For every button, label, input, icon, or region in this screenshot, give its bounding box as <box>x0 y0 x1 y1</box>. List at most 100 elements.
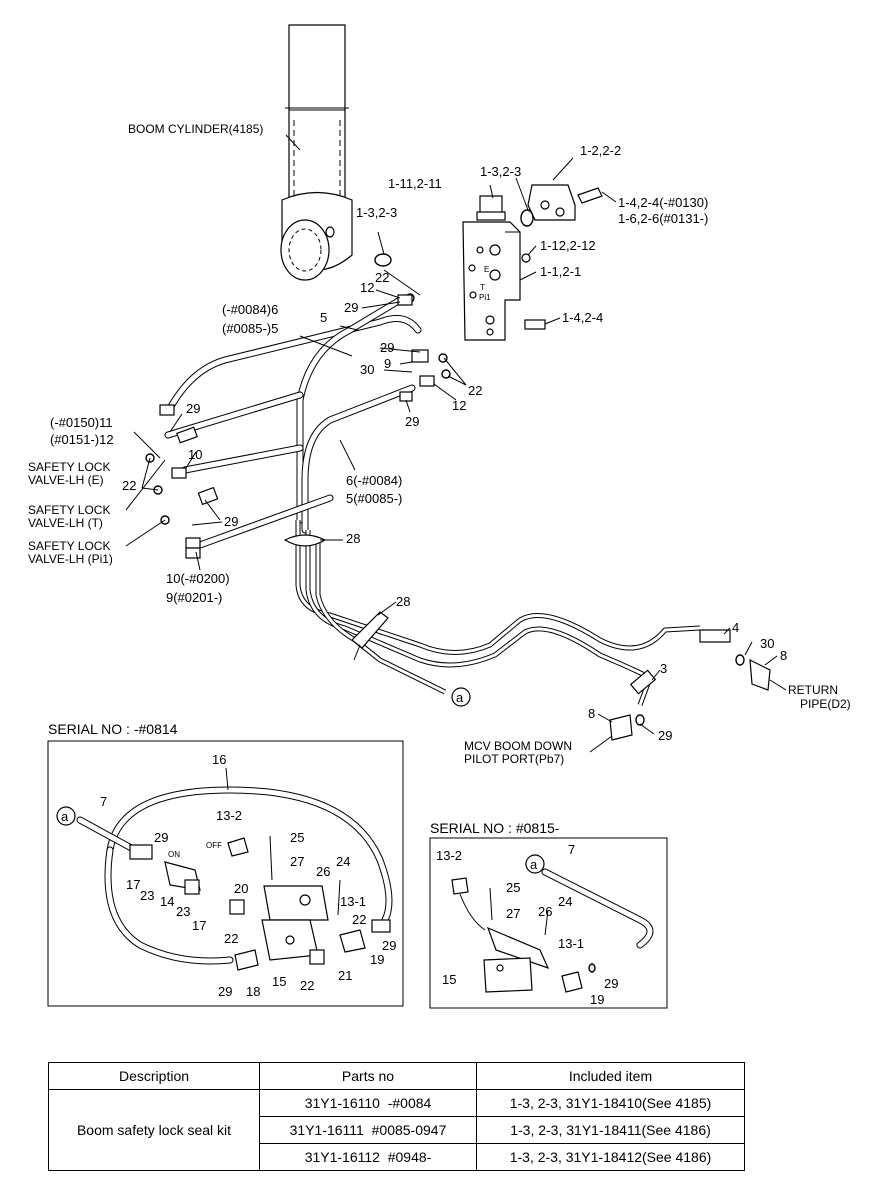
label-1-1-2-1: 1-1,2-1 <box>540 264 581 279</box>
reference-circle-a: a <box>451 687 471 707</box>
inset-left-label-21: 21 <box>338 968 352 983</box>
table-cell-parts-no: 31Y1-16110 -#0084 <box>259 1089 477 1117</box>
table-header-description: Description <box>48 1062 260 1090</box>
label-10-left: 10 <box>188 447 202 462</box>
inset-right-circle-a: a <box>530 857 538 872</box>
label-29-top: 29 <box>344 300 358 315</box>
label-1-11-2-11: 1-11,2-11 <box>388 176 442 191</box>
label-hose-5-new: (#0085-)5 <box>222 321 278 336</box>
inset-right-label-25: 25 <box>506 880 520 895</box>
label-boom-cylinder: BOOM CYLINDER(4185) <box>128 122 263 136</box>
label-safety-t-line1: SAFETY LOCK <box>28 503 110 517</box>
inset-serial-0814: SERIAL NO : -#0814 a 16 7 13-2 25 27 26 <box>47 721 404 1007</box>
inset-left-label-29-right: 29 <box>382 938 396 953</box>
inset-right-label-19: 19 <box>590 992 604 1007</box>
inset-left-label-15: 15 <box>272 974 286 989</box>
inset-left-label-23-b: 23 <box>176 904 190 919</box>
table-cell-parts-no: 31Y1-16111 #0085-0947 <box>259 1116 477 1144</box>
inset-serial-0815: SERIAL NO : #0815- a 13-2 7 25 27 26 24 … <box>429 820 668 1009</box>
inset-left-label-22-c: 22 <box>300 978 314 993</box>
label-9-new: 9(#0201-) <box>166 590 222 605</box>
label-hose-6-old-lower: 6(-#0084) <box>346 473 402 488</box>
label-return-line2: PIPE(D2) <box>800 697 851 711</box>
label-29-right: 29 <box>658 728 672 743</box>
table-cell-description: Boom safety lock seal kit <box>48 1089 260 1171</box>
label-11-old: (-#0150)11 <box>50 415 113 430</box>
label-return-line1: RETURN <box>788 683 838 697</box>
label-1-6-2-6-new: 1-6,2-6(#0131-) <box>618 211 708 226</box>
table-header-row: Description Parts no Included item <box>48 1062 745 1090</box>
label-safety-e-line1: SAFETY LOCK <box>28 460 110 474</box>
inset-left-label-on: ON <box>168 850 180 859</box>
inset-right-label-13-2: 13-2 <box>436 848 462 863</box>
table-row: 31Y1-16111 #0085-0947 1-3, 2-3, 31Y1-184… <box>49 1116 745 1144</box>
label-12-new: (#0151-)12 <box>50 432 114 447</box>
inset-left-label-13-2: 13-2 <box>216 808 242 823</box>
label-mcv-line2: PILOT PORT(Pb7) <box>464 752 564 766</box>
label-1-3-2-3-top: 1-3,2-3 <box>480 164 521 179</box>
label-12-top: 12 <box>360 280 374 295</box>
port-e-label: E <box>484 265 489 274</box>
table-row: Boom safety lock seal kit 31Y1-16110 -#0… <box>48 1089 745 1171</box>
inset-right-label-27: 27 <box>506 906 520 921</box>
label-hose-5-new-lower: 5(#0085-) <box>346 491 402 506</box>
label-30-mid: 30 <box>360 362 374 377</box>
table-row: 31Y1-16112 #0948- 1-3, 2-3, 31Y1-18412(S… <box>49 1143 745 1171</box>
label-3: 3 <box>660 661 667 676</box>
leader-lines <box>125 134 787 753</box>
pipe-clamp-lower <box>351 611 389 661</box>
inset-left-title: SERIAL NO : -#0814 <box>48 721 178 737</box>
inset-left-label-18: 18 <box>246 984 260 999</box>
fittings-right <box>609 629 771 741</box>
inset-left-label-22-b: 22 <box>352 912 366 927</box>
table-cell-included: 1-3, 2-3, 31Y1-18410(See 4185) <box>476 1089 745 1117</box>
table-header-parts-no: Parts no <box>259 1062 477 1090</box>
label-8-lower: 8 <box>588 706 595 721</box>
label-9-mid: 9 <box>384 356 391 371</box>
hoses-5-6 <box>164 296 422 549</box>
pressure-hose-top <box>508 77 603 221</box>
inset-left-label-20: 20 <box>234 881 248 896</box>
inset-left-label-off: OFF <box>206 841 222 850</box>
label-29-mid: 29 <box>380 340 394 355</box>
inset-right-label-24: 24 <box>558 894 572 909</box>
label-clamp-28-lower: 28 <box>396 594 410 609</box>
inset-left-label-23-a: 23 <box>140 888 154 903</box>
inset-right-label-26: 26 <box>538 904 552 919</box>
inset-left-label-24: 24 <box>336 854 350 869</box>
label-29-lower: 29 <box>405 414 419 429</box>
inset-right-label-13-1: 13-1 <box>558 936 584 951</box>
label-safety-pi-line2: VALVE-LH (Pi1) <box>28 552 113 566</box>
label-1-4-2-4-old: 1-4,2-4(-#0130) <box>618 195 708 210</box>
inset-left-label-7: 7 <box>100 794 107 809</box>
reference-circle-a-label: a <box>456 690 464 705</box>
inset-left-label-13-1: 13-1 <box>340 894 366 909</box>
inset-left-label-14: 14 <box>160 894 174 909</box>
table-cell-included: 1-3, 2-3, 31Y1-18412(See 4186) <box>476 1143 745 1171</box>
port-pi-label: Pi1 <box>479 293 491 302</box>
label-22-left: 22 <box>122 478 136 493</box>
label-safety-pi-line1: SAFETY LOCK <box>28 539 110 553</box>
label-hose-5: 5 <box>320 310 327 325</box>
inset-left-label-27: 27 <box>290 854 304 869</box>
inset-left-label-26: 26 <box>316 864 330 879</box>
table-cell-parts-no: 31Y1-16112 #0948- <box>259 1143 477 1171</box>
label-8-right: 8 <box>780 648 787 663</box>
inset-left-label-29-top: 29 <box>154 830 168 845</box>
label-29-left: 29 <box>186 401 200 416</box>
boom-cylinder <box>280 24 353 281</box>
inset-right-label-15: 15 <box>442 972 456 987</box>
label-30-right: 30 <box>760 636 774 651</box>
label-safety-t-line2: VALVE-LH (T) <box>28 516 103 530</box>
label-clamp-28-upper: 28 <box>346 531 360 546</box>
inset-right-title: SERIAL NO : #0815- <box>430 820 560 836</box>
inset-left-label-29-bottom: 29 <box>218 984 232 999</box>
label-hose-6-old: (-#0084)6 <box>222 302 278 317</box>
inset-left-label-25: 25 <box>290 830 304 845</box>
label-12-mid: 12 <box>452 398 466 413</box>
inset-left-label-16: 16 <box>212 752 226 767</box>
label-1-12-2-12: 1-12,2-12 <box>540 238 596 253</box>
label-1-3-2-3-left: 1-3,2-3 <box>356 205 397 220</box>
label-22-top: 22 <box>375 270 389 285</box>
label-1-4-2-4: 1-4,2-4 <box>562 310 603 325</box>
